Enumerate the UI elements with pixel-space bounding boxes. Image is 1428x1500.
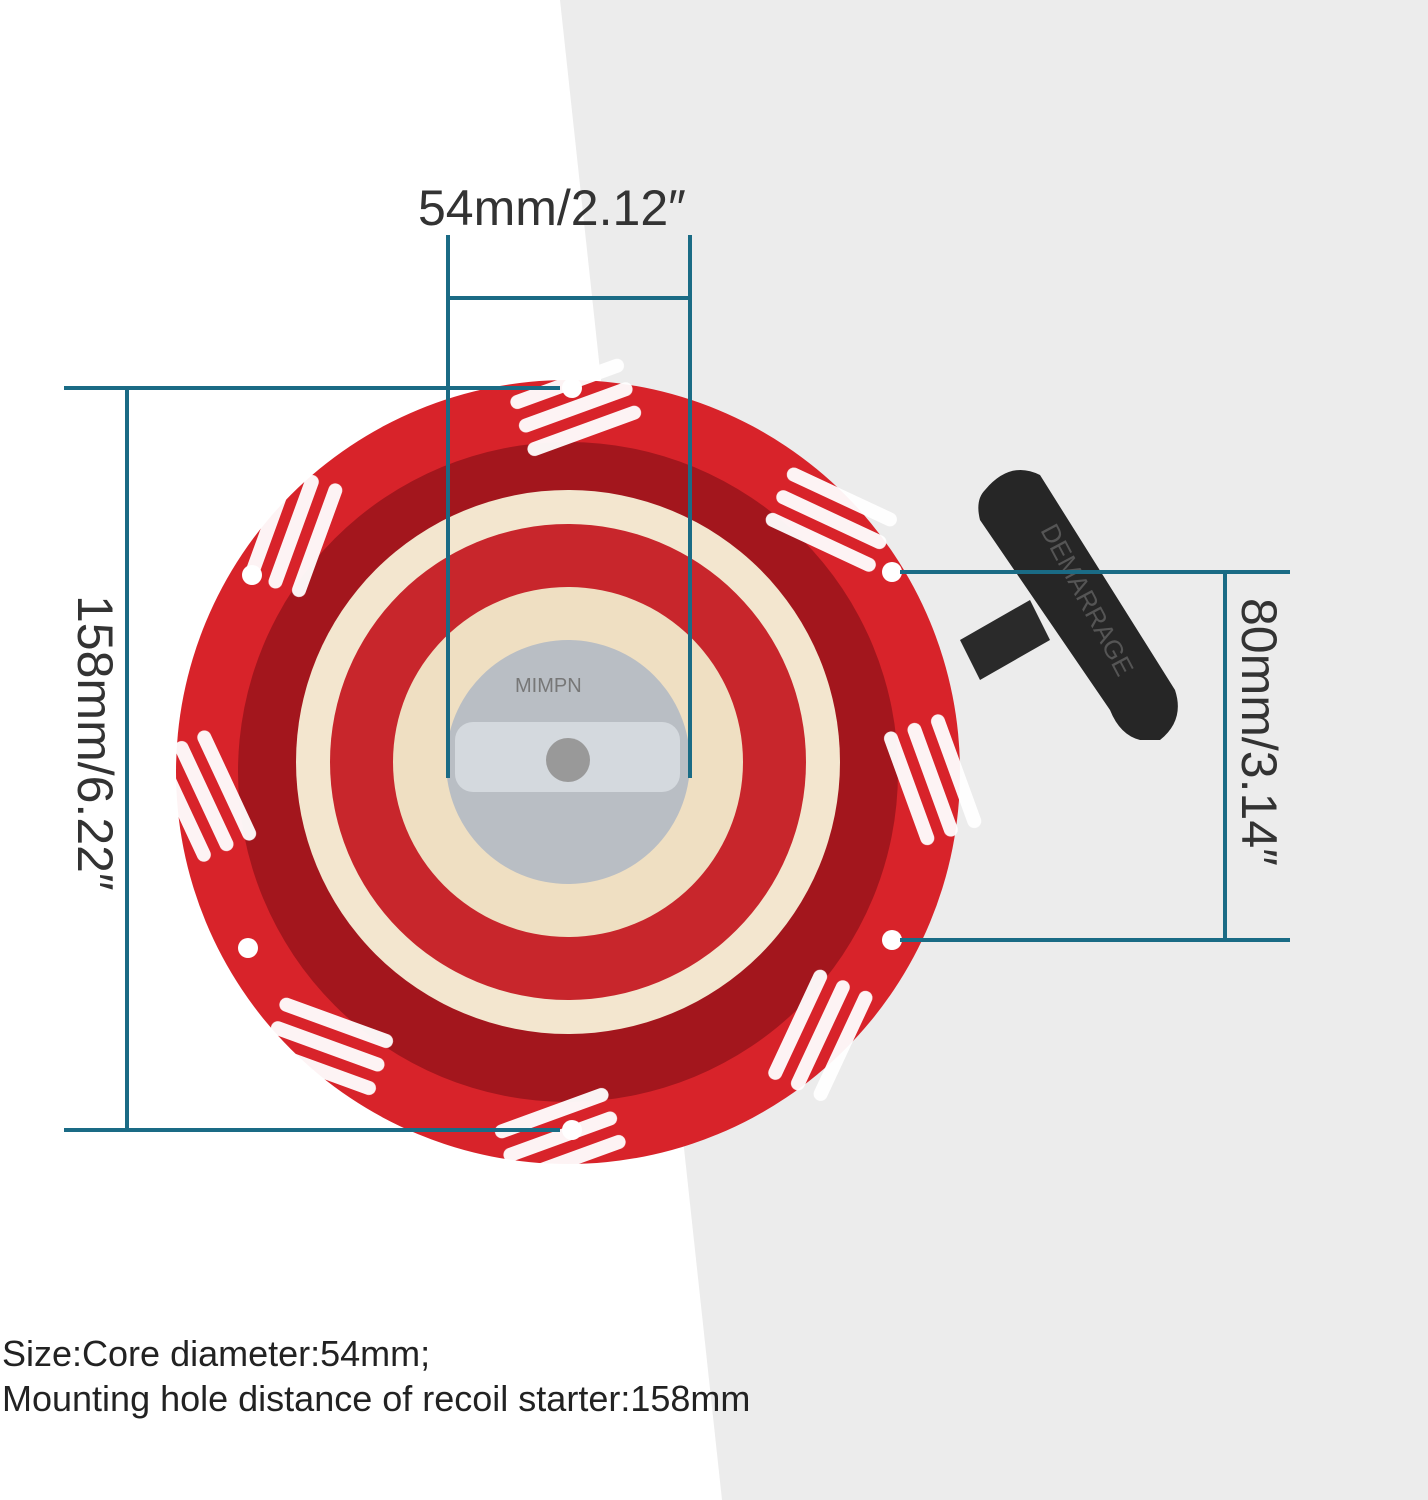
mounting-holes xyxy=(238,378,902,1140)
handle-hole-distance-label: 80mm/3.14″ xyxy=(1231,598,1287,866)
plate-text: MIMPN xyxy=(515,675,582,697)
caption-line-1: Size:Core diameter:54mm; xyxy=(2,1333,431,1374)
caption-line-2: Mounting hole distance of recoil starter… xyxy=(2,1378,751,1419)
mounting-distance-label: 158mm/6.22″ xyxy=(67,595,123,891)
background-panel xyxy=(560,0,1428,1500)
recoil-starter-housing: MIMPN xyxy=(152,358,982,1186)
dimension-lines xyxy=(64,235,1290,1132)
core-diameter-label: 54mm/2.12″ xyxy=(418,180,686,236)
